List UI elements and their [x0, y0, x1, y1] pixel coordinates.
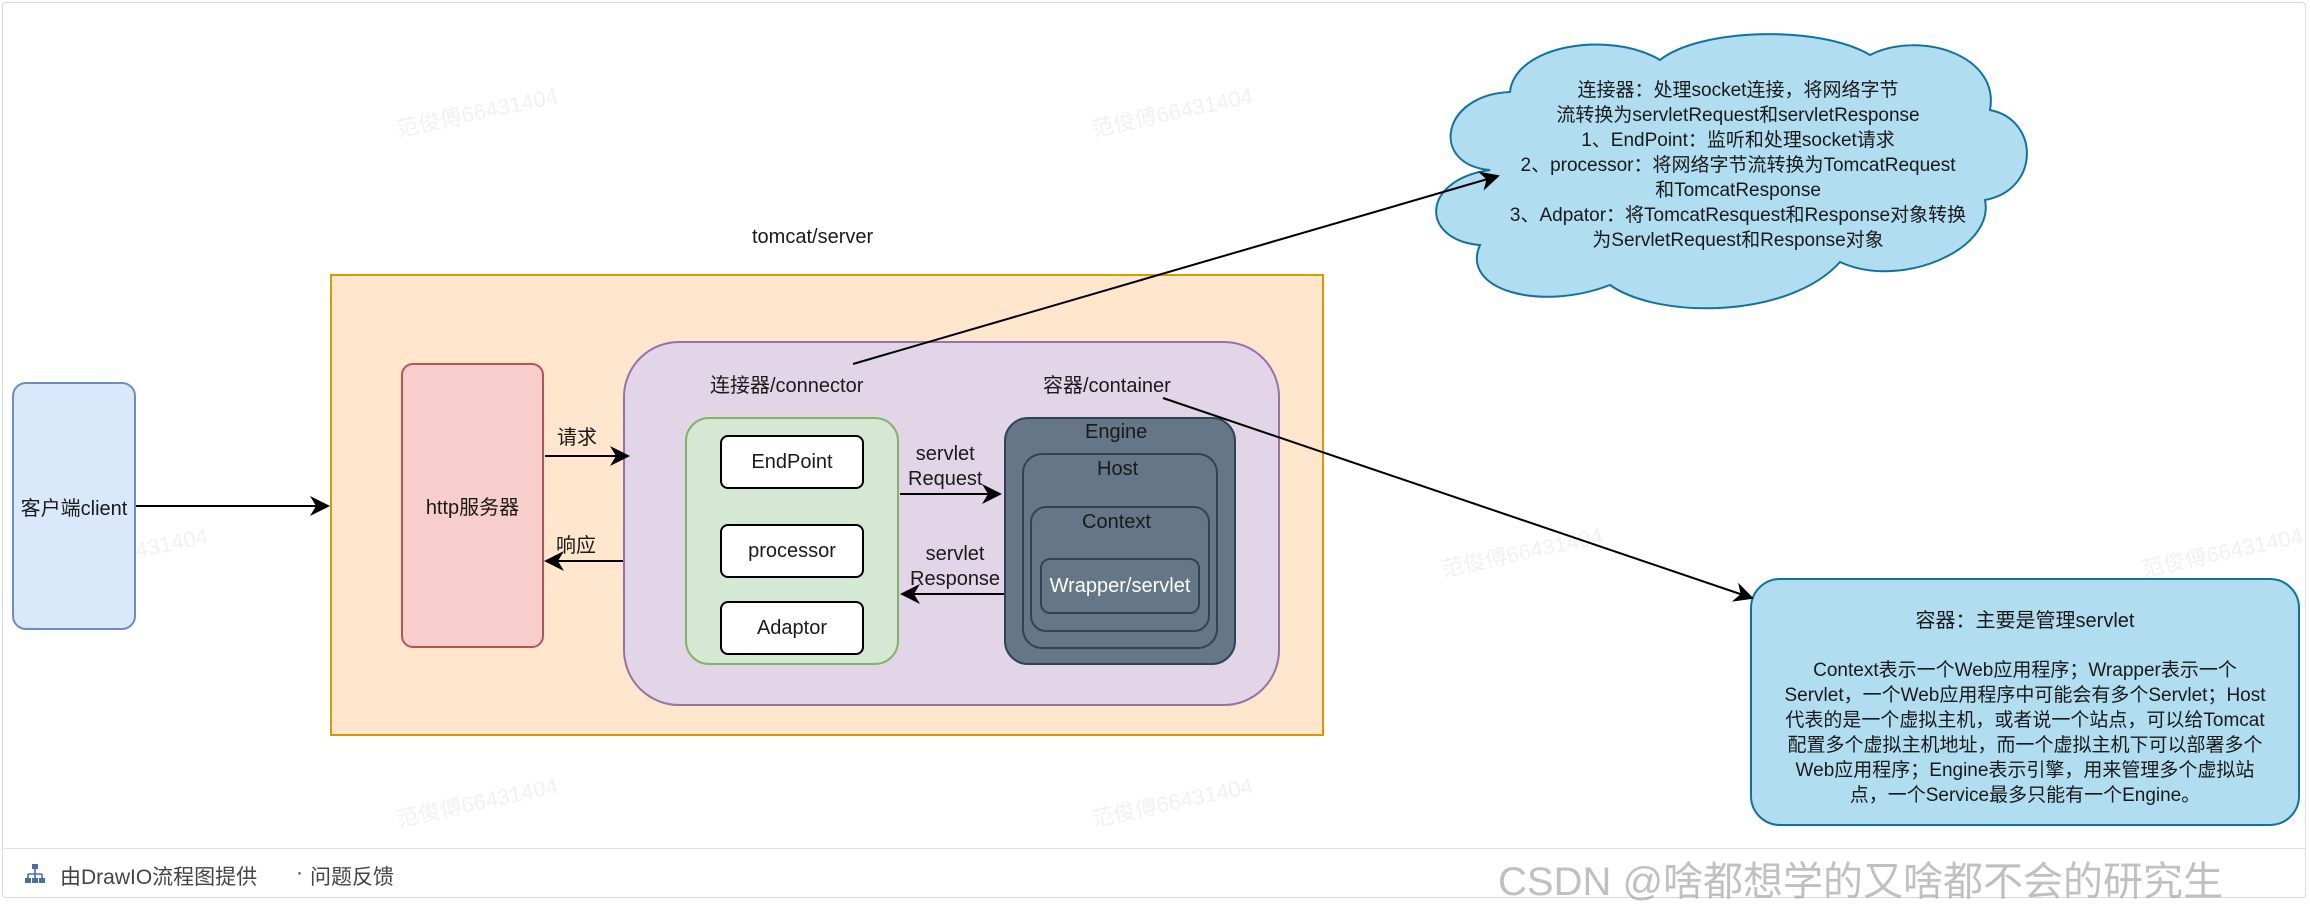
engine-label: Engine	[1085, 421, 1148, 443]
container-note-body: Context表示一个Web应用程序；Wrapper表示一个 Servlet，一…	[1784, 660, 2266, 806]
sitemap-icon	[25, 864, 45, 883]
servlet-request-label: servlet Request	[908, 443, 983, 490]
adaptor-label: Adaptor	[756, 616, 828, 639]
request-label: 请求	[557, 427, 597, 449]
servlet-response-label: servlet Response	[910, 543, 1001, 590]
footer-credit: CSDN @啥都想学的又啥都不会的研究生	[1498, 860, 2224, 904]
container-note[interactable]: 容器：主要是管理servlet Context表示一个Web应用程序；Wrapp…	[1750, 578, 2300, 826]
connector-title: 连接器/connector	[710, 375, 864, 397]
container-title: 容器/container	[1043, 375, 1171, 397]
endpoint-node[interactable]: EndPoint	[720, 435, 864, 489]
context-label: Context	[1082, 511, 1151, 533]
response-label: 响应	[556, 535, 596, 557]
server-title: tomcat/server	[752, 226, 874, 248]
http-server-node[interactable]: http服务器	[401, 363, 544, 648]
host-label: Host	[1097, 458, 1139, 480]
adaptor-node[interactable]: Adaptor	[720, 601, 864, 655]
wrapper-label: Wrapper/servlet	[1049, 574, 1191, 597]
processor-node[interactable]: processor	[720, 524, 864, 578]
cloud-shape	[1435, 33, 2028, 310]
footer-bar: 由DrawIO流程图提供 · 问题反馈 CSDN @啥都想学的又啥都不会的研究生	[2, 848, 2306, 904]
container-note-title: 容器：主要是管理servlet	[1915, 610, 2135, 632]
footer-separator: ·	[296, 861, 303, 884]
endpoint-label: EndPoint	[751, 450, 833, 473]
client-node[interactable]: 客户端client	[12, 382, 136, 630]
diagram-frame	[2, 2, 2306, 898]
connector-note-text: 连接器：处理socket连接，将网络字节 流转换为servletRequest和…	[1509, 80, 1967, 251]
footer-provider[interactable]: 由DrawIO流程图提供	[60, 866, 258, 889]
processor-label: processor	[748, 539, 836, 562]
footer-feedback[interactable]: 问题反馈	[310, 866, 394, 889]
client-label: 客户端client	[20, 497, 128, 520]
http-server-label: http服务器	[425, 497, 520, 519]
